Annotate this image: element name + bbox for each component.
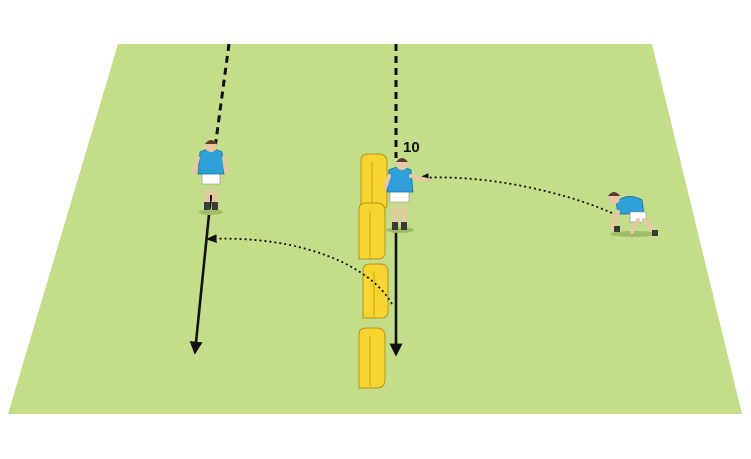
left-runner-line: [189, 43, 231, 355]
tackle-shield-3: [362, 263, 389, 319]
pass-scrum-half-to-10: [417, 173, 613, 214]
pass-10-to-left-runner: [205, 234, 393, 305]
player-left-runner: [192, 140, 228, 215]
tackle-shield-1: [360, 153, 388, 211]
tackle-shield-2: [358, 202, 386, 260]
player-10: [383, 158, 429, 233]
player-scrum-half: [608, 192, 658, 237]
player-10-label: 10: [403, 139, 420, 156]
tackle-shield-4: [358, 327, 386, 389]
